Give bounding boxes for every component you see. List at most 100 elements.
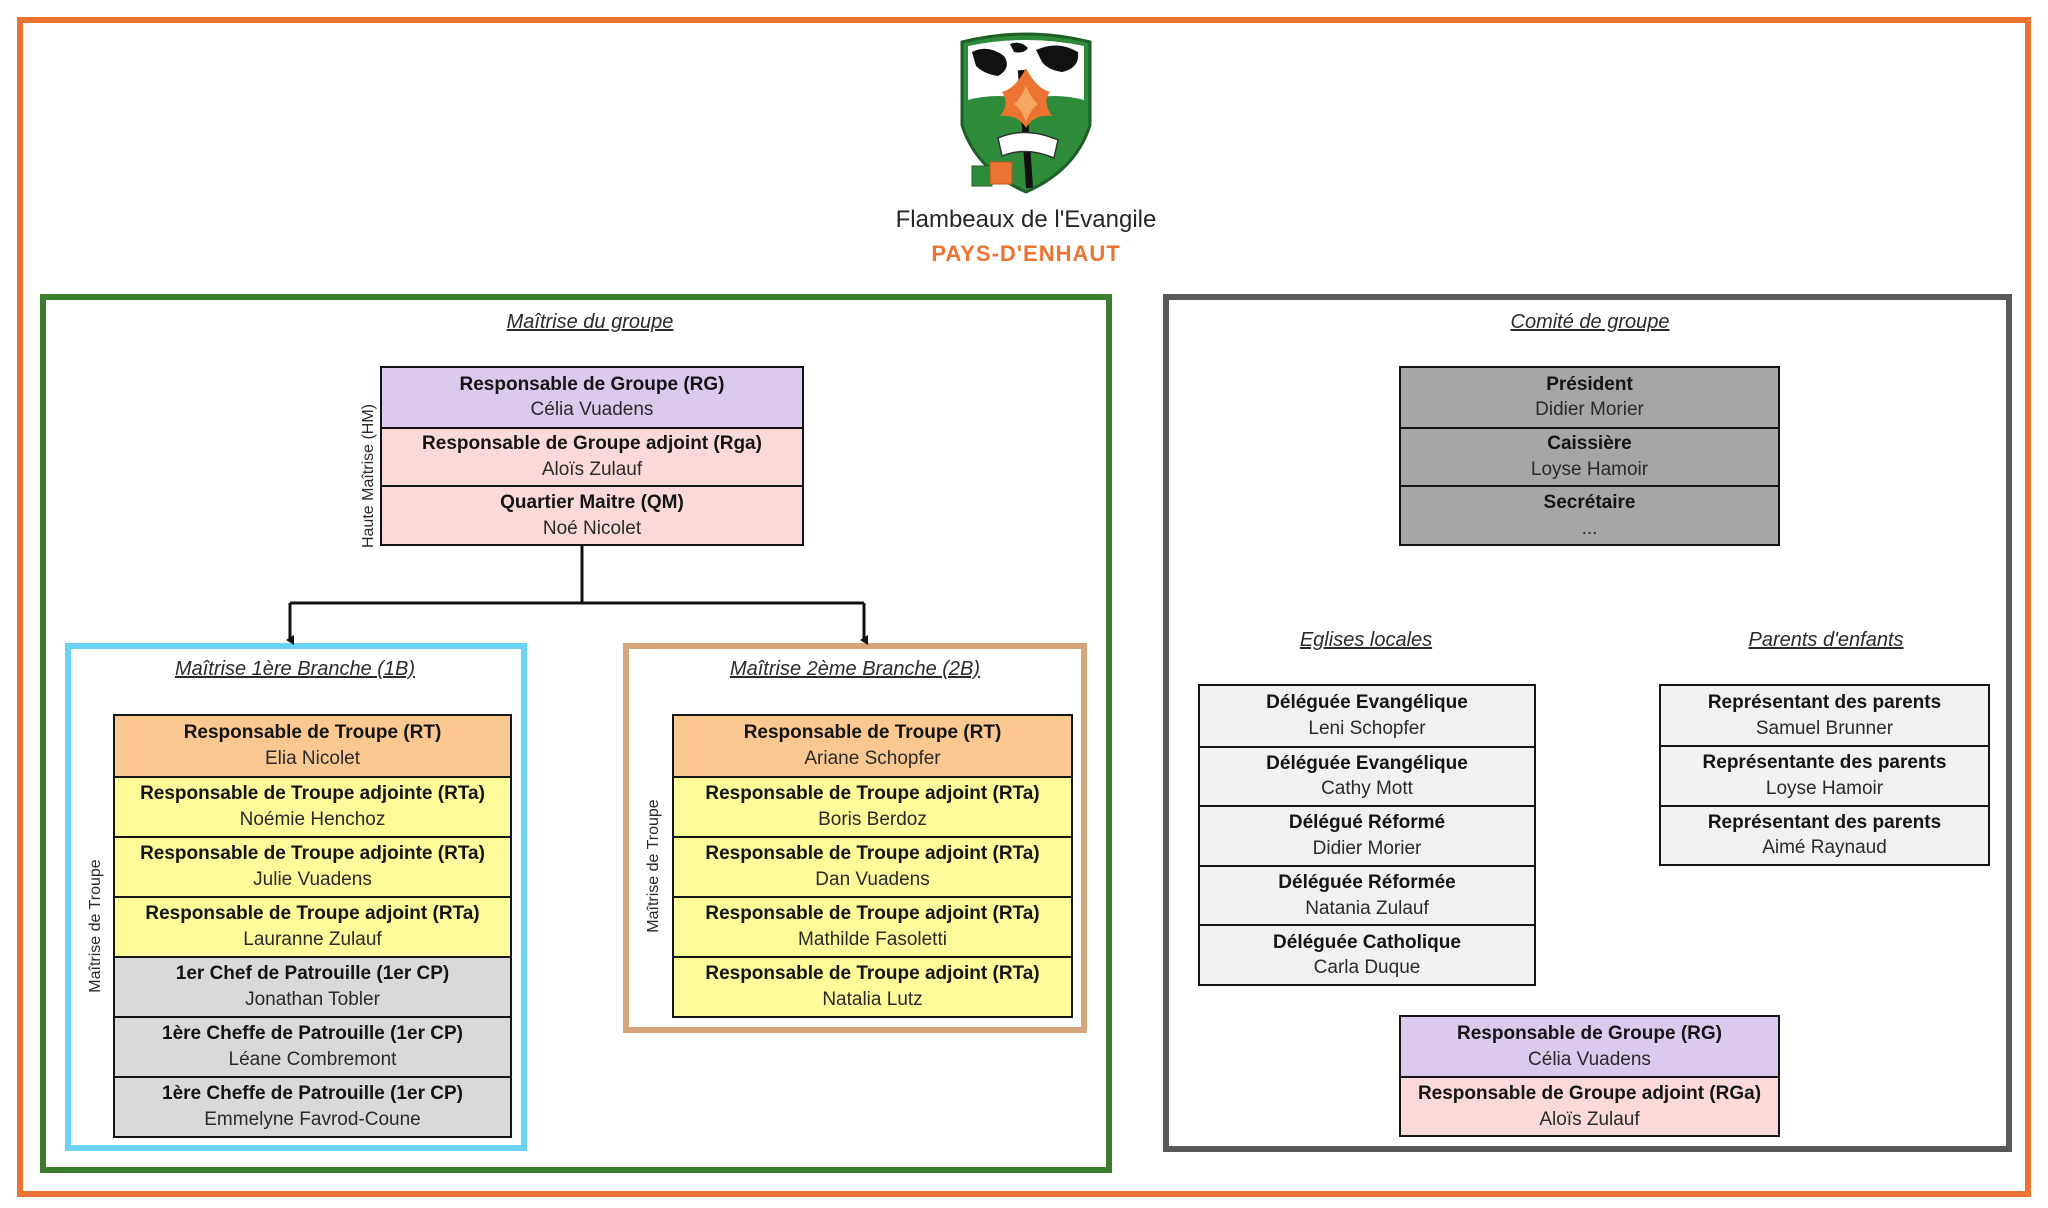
branch-2b-panel	[623, 643, 1087, 1033]
role-title: Responsable de Troupe adjoint (RTa)	[705, 963, 1040, 985]
role-title: Responsable de Groupe adjoint (RGa)	[1417, 1082, 1762, 1104]
comite-title: Comité de groupe	[1510, 311, 1670, 333]
role-title: Délégué Réformé	[1288, 812, 1446, 834]
person-name: Boris Berdoz	[818, 809, 927, 830]
person-name: Lauranne Zulauf	[243, 929, 382, 950]
role-box: Responsable de Groupe adjoint (Rga) Aloïs…	[382, 426, 802, 486]
role-box: Responsable de Groupe (RG) Célia Vuadens	[1401, 1017, 1778, 1076]
role-box: 1ère Cheffe de Patrouille (1er CP) Léane …	[115, 1016, 510, 1076]
role-title: Représentant des parents	[1707, 692, 1942, 714]
person-name: Leni Schopfer	[1308, 717, 1426, 739]
role-title: 1ère Cheffe de Patrouille (1er CP)	[162, 1023, 463, 1045]
branch-1b-title: Maîtrise 1ère Branche (1B)	[174, 658, 416, 680]
branch-1b-panel	[65, 643, 527, 1151]
role-box: Responsable de Troupe adjoint (RTa) Laura…	[115, 896, 510, 956]
person-name: Natalia Lutz	[822, 989, 923, 1010]
role-title: Déléguée Evangélique	[1266, 692, 1468, 714]
role-box: Responsable de Groupe adjoint (RGa) Aloïs…	[1401, 1076, 1778, 1135]
role-title: Représentante des parents	[1702, 752, 1947, 774]
role-title: Responsable de Troupe adjointe (RTa)	[140, 783, 485, 805]
person-name: Cathy Mott	[1321, 778, 1413, 800]
role-box: Responsable de Troupe adjointe (RTa) Noém…	[115, 776, 510, 836]
person-name: Carla Duque	[1313, 957, 1421, 979]
role-title: Caissière	[1547, 433, 1632, 455]
branch-1b-side-label: Maîtrise de Troupe	[87, 859, 104, 993]
comite-panel	[1163, 294, 2012, 1152]
person-name: Noé Nicolet	[542, 517, 642, 539]
person-name: Didier Morier	[1535, 399, 1644, 421]
branch-2b-title: Maîtrise 2ème Branche (2B)	[729, 658, 981, 680]
person-name: Aloïs Zulauf	[541, 458, 643, 480]
role-title: Responsable de Troupe adjoint (RTa)	[705, 903, 1040, 925]
role-box: Responsable de Troupe adjoint (RTa)Mathi…	[674, 896, 1071, 956]
person-name: Célia Vuadens	[530, 399, 654, 421]
role-title: 1ère Cheffe de Patrouille (1er CP)	[162, 1083, 463, 1105]
role-box: Responsable de Troupe adjoint (RTa) Natal…	[674, 956, 1071, 1016]
role-title: Responsable de Troupe adjointe (RTa)	[140, 843, 485, 865]
role-box: Responsable de Troupe (RT) Ariane Schopfe…	[674, 716, 1071, 776]
person-name: ...	[1581, 517, 1598, 539]
role-title: Responsable de Groupe (RG)	[1457, 1022, 1722, 1044]
person-name: Aloïs Zulauf	[1539, 1108, 1640, 1130]
person-name: Samuel Brunner	[1755, 717, 1894, 739]
role-title: Responsable de Groupe adjoint (Rga)	[422, 433, 762, 455]
role-title: Responsable de Groupe (RG)	[459, 373, 725, 395]
role-box: Secrétaire...	[1401, 485, 1778, 544]
role-title: Déléguée Catholique	[1273, 931, 1461, 953]
person-name: Dan Vuadens	[815, 869, 930, 890]
role-title: Responsable de Troupe (RT)	[743, 722, 1002, 744]
flambeaux-logo	[960, 32, 1092, 194]
person-name: Elia Nicolet	[264, 748, 361, 769]
role-box: 1ère Cheffe de Patrouille (1er CP) Emmely…	[115, 1076, 510, 1136]
person-name: Didier Morier	[1312, 837, 1422, 859]
maitrise-panel	[40, 294, 1112, 1173]
role-box: Quartier Maitre (QM) Noé Nicolet	[382, 485, 802, 544]
branch-2b-side-label: Maîtrise de Troupe	[645, 799, 662, 933]
role-box: Responsable de Troupe adjoint (RTa) Boris…	[674, 776, 1071, 836]
eglises-title: Eglises locales	[1299, 629, 1433, 651]
role-title: Déléguée Réformée	[1278, 871, 1456, 893]
person-name: Léane Combremont	[228, 1049, 397, 1070]
person-name: Célia Vuadens	[1528, 1048, 1651, 1070]
role-box: 1er Chef de Patrouille (1er CP)Jonathan …	[115, 956, 510, 1016]
logo-subtitle: PAYS-D'ENHAUT	[931, 241, 1121, 266]
role-box: Responsable de Troupe (RT) Elia Nicolet	[115, 716, 510, 776]
person-name: Loyse Hamoir	[1765, 777, 1884, 799]
role-title: Responsable de Troupe (RT)	[183, 722, 442, 744]
person-name: Emmelyne Favrod-Coune	[204, 1109, 421, 1130]
role-title: Responsable de Troupe adjoint (RTa)	[705, 783, 1040, 805]
role-title: Quartier Maitre (QM)	[500, 492, 684, 513]
branch-2b-stack: Responsable de Troupe (RT) Ariane Schopfe…	[672, 714, 1073, 1018]
person-name: Noémie Henchoz	[239, 809, 386, 830]
person-name: Jonathan Tobler	[245, 989, 380, 1010]
person-name: Julie Vuadens	[253, 869, 372, 890]
parents-title: Parents d'enfants	[1748, 629, 1904, 651]
role-title: Secrétaire	[1543, 492, 1636, 513]
person-name: Ariane Schopfer	[804, 748, 941, 769]
role-title: Responsable de Troupe adjoint (RTa)	[705, 843, 1040, 865]
role-title: Président	[1546, 373, 1633, 395]
role-title: Responsable de Troupe adjoint (RTa)	[145, 903, 480, 925]
role-box: Responsable de Troupe adjointe (RTa) Juli…	[115, 836, 510, 896]
person-name: Loyse Hamoir	[1530, 458, 1649, 480]
role-box: Responsable de Groupe (RG) Célia Vuadens	[382, 368, 802, 427]
outer-frame	[17, 17, 2031, 1197]
logo-name: Flambeaux de l'Evangile	[895, 206, 1157, 233]
role-box: Responsable de Troupe adjoint (RTa) Dan V…	[674, 836, 1071, 896]
maitrise-title: Maîtrise du groupe	[506, 311, 674, 333]
